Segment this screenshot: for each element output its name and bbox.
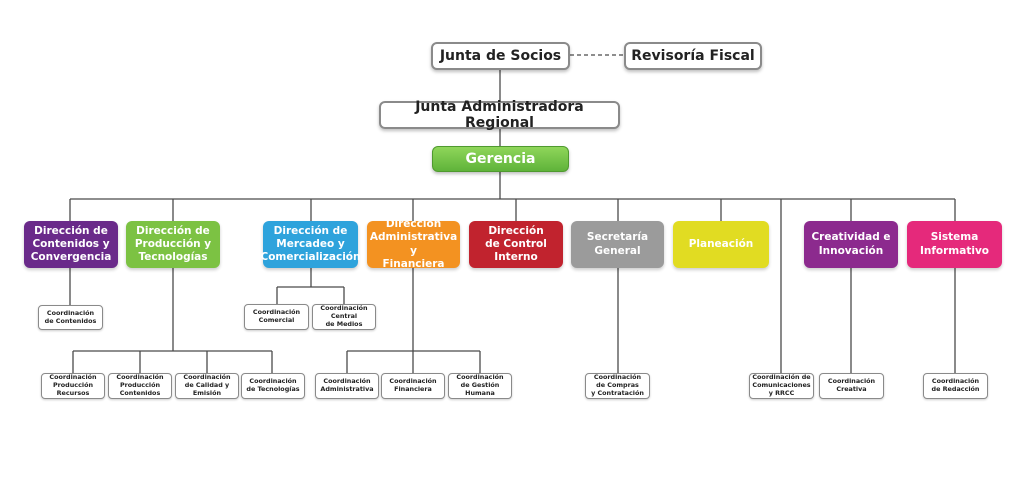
direction-planeacion: Planeación bbox=[673, 221, 769, 268]
gerencia-box: Gerencia bbox=[432, 146, 569, 172]
coord-contenidos: Coordinación de Contenidos bbox=[38, 305, 103, 330]
coord-financiera: Coordinación Financiera bbox=[381, 373, 445, 399]
coord-comunicaciones: Coordinación de Comunicaciones y RRCC bbox=[749, 373, 814, 399]
direction-secretaria: Secretaría General bbox=[571, 221, 664, 268]
direction-produccion: Dirección de Producción y Tecnologías bbox=[126, 221, 220, 268]
direction-sistema-informativo: Sistema Informativo bbox=[907, 221, 1002, 268]
coord-compras: Coordinación de Compras y Contratación bbox=[585, 373, 650, 399]
coord-redaccion: Coordinación de Redacción bbox=[923, 373, 988, 399]
direction-mercadeo: Dirección de Mercadeo y Comercialización bbox=[261, 221, 361, 268]
coord-central-medios: Coordinación Central de Medios bbox=[312, 304, 376, 330]
direction-control-interno: Dirección de Control Interno bbox=[469, 221, 563, 268]
coord-produccion-recursos: Coordinación Producción Recursos bbox=[41, 373, 105, 399]
direction-creatividad: Creatividad e Innovación bbox=[804, 221, 898, 268]
direction-administrativa: Dirección Administrativa y Financiera bbox=[367, 218, 460, 270]
coord-gestion-humana: Coordinación de Gestión Humana bbox=[448, 373, 512, 399]
coord-creativa: Coordinación Creativa bbox=[819, 373, 884, 399]
coord-calidad-emision: Coordinación de Calidad y Emisión bbox=[175, 373, 239, 399]
revisoria-fiscal-box: Revisoría Fiscal bbox=[624, 42, 762, 70]
coord-tecnologias: Coordinación de Tecnologías bbox=[241, 373, 305, 399]
junta-administradora-box: Junta Administradora Regional bbox=[379, 99, 620, 131]
coord-administrativa: Coordinación Administrativa bbox=[315, 373, 379, 399]
coord-comercial: Coordinación Comercial bbox=[244, 304, 309, 330]
direction-contenidos: Dirección de Contenidos y Convergencia bbox=[24, 221, 118, 268]
junta-de-socios-box: Junta de Socios bbox=[431, 42, 570, 70]
coord-produccion-contenidos: Coordinación Producción Contenidos bbox=[108, 373, 172, 399]
